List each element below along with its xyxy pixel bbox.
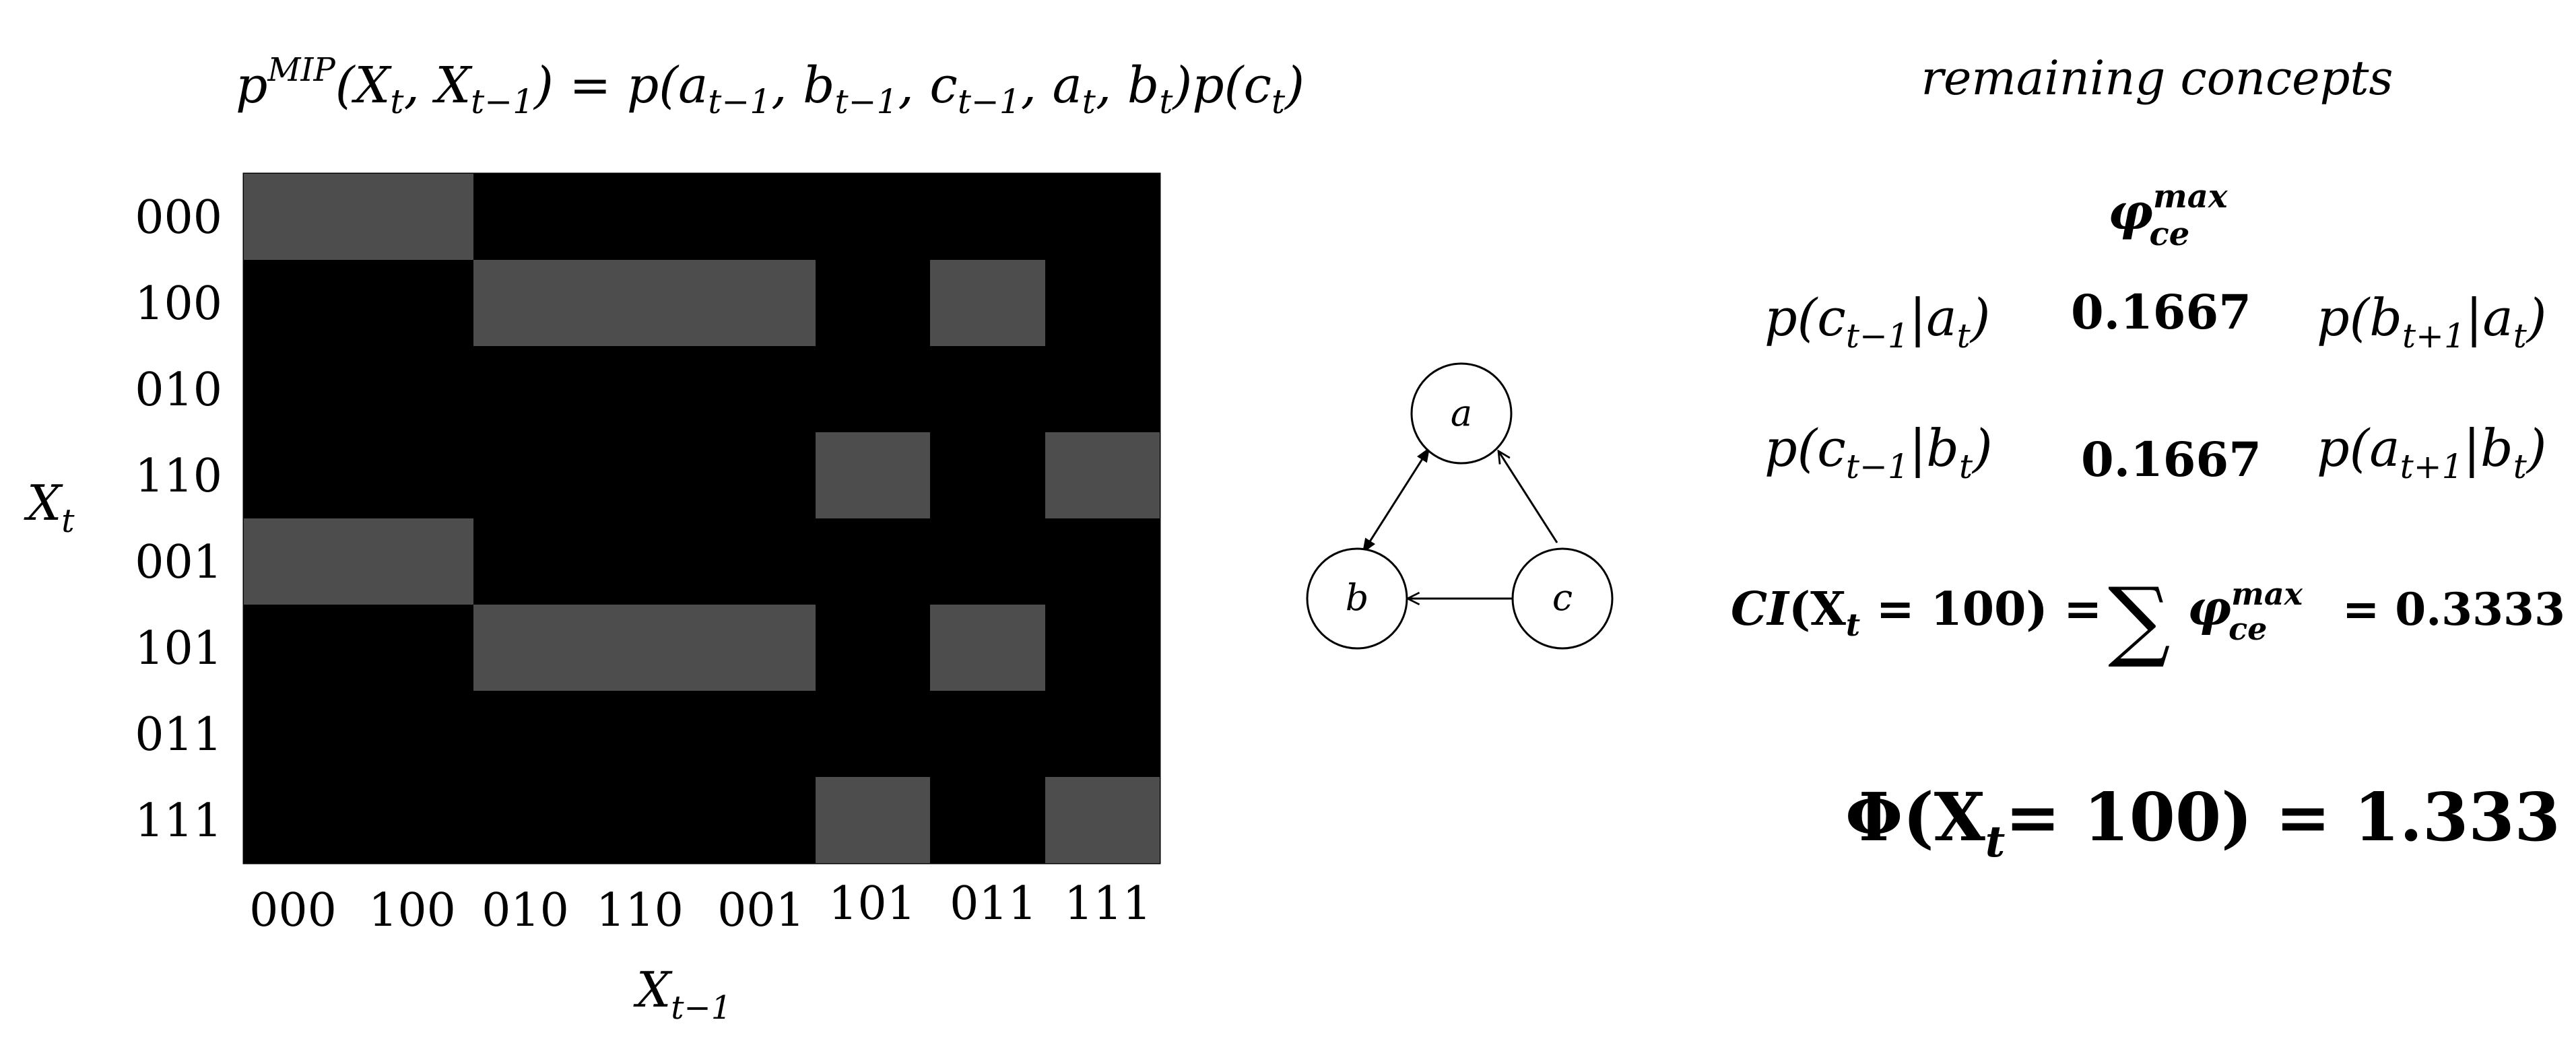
x-axis-label: Xt−1	[633, 961, 731, 1027]
node-c-label: c	[1552, 576, 1573, 619]
matrix-cell-111-101	[816, 777, 930, 863]
matrix-cell-101-001	[701, 605, 816, 691]
causal-network: a b c	[1306, 362, 1614, 650]
matrix-cell-111-111	[1045, 777, 1160, 863]
matrix-cell-101-110	[588, 605, 701, 691]
row-label-111: 111	[135, 794, 222, 848]
header-formula: pMIP(Xt, Xt−1) = p(at−1, bt−1, ct−1, at,…	[236, 51, 1304, 121]
row-labels: 000 100 010 110 001 101 011 111	[135, 191, 222, 848]
column-label-000: 000	[249, 884, 337, 937]
matrix-cell-101-010	[473, 605, 588, 691]
matrix-cell-100-001	[701, 260, 816, 346]
row-label-001: 001	[135, 536, 222, 589]
effect-repertoire-1: p(bt+1|at)	[2317, 287, 2546, 355]
ci-value: = 0.3333	[2342, 583, 2565, 636]
row-label-100: 100	[135, 277, 222, 331]
row-label-101: 101	[135, 622, 222, 675]
ci-sum-symbol: ∑	[2108, 568, 2171, 671]
node-c	[1511, 547, 1614, 650]
edge-c-a	[1498, 451, 1558, 543]
column-label-111: 111	[1064, 877, 1152, 930]
cause-repertoire-1: p(ct−1|at)	[1764, 287, 1990, 355]
column-label-011: 011	[950, 877, 1037, 930]
column-label-110: 110	[596, 884, 684, 937]
big-phi-formula: Φ(Xt= 100) = 1.333	[1845, 779, 2561, 867]
effect-repertoire-2: p(at+1|bt)	[2317, 418, 2546, 486]
column-label-101: 101	[828, 877, 916, 930]
transition-matrix	[242, 172, 1161, 864]
node-b-label: b	[1346, 576, 1369, 619]
column-label-100: 100	[368, 884, 456, 937]
column-label-010: 010	[482, 884, 569, 937]
matrix-cell-100-011	[930, 260, 1045, 346]
matrix-cell-110-111	[1045, 432, 1160, 518]
matrix-cell-101-011	[930, 605, 1045, 691]
y-axis-label: Xt	[24, 475, 75, 540]
row-label-000: 000	[135, 191, 222, 244]
edge-a-b	[1362, 447, 1430, 553]
matrix-cell-001-000	[244, 518, 359, 605]
column-label-001: 001	[717, 884, 805, 937]
panel-title: remaining concepts	[1921, 50, 2393, 106]
matrix-cell-001-100	[359, 518, 473, 605]
matrix-cell-000-100	[359, 174, 473, 260]
node-a	[1410, 362, 1513, 465]
matrix-cell-100-010	[473, 260, 588, 346]
phi-value-2: 0.1667	[2081, 432, 2261, 487]
cause-repertoire-2: p(ct−1|bt)	[1764, 418, 1993, 486]
ci-formula: CI(Xt = 100) =	[1731, 582, 2102, 643]
row-label-011: 011	[135, 708, 222, 761]
matrix-cell-000-000	[244, 174, 359, 260]
phi-value-1: 0.1667	[2071, 284, 2251, 340]
row-label-010: 010	[135, 364, 222, 417]
node-b	[1306, 547, 1408, 650]
matrix-cell-100-110	[588, 260, 701, 346]
matrix-cell-110-101	[816, 432, 930, 518]
row-label-110: 110	[135, 450, 222, 503]
node-a-label: a	[1451, 392, 1472, 434]
column-labels: 000 100 010 110 001 101 011 111	[249, 877, 1152, 937]
